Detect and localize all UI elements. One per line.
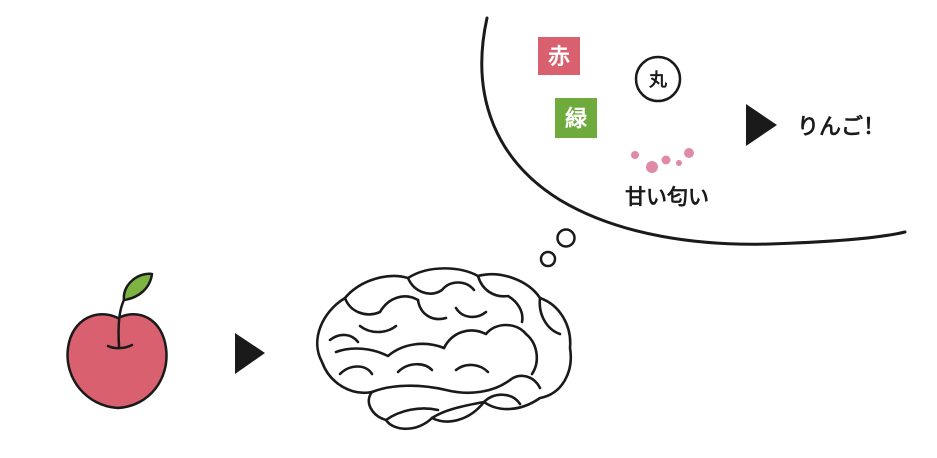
thought-bubble-small — [539, 250, 557, 268]
brain-fold — [476, 274, 524, 324]
green-label-box — [555, 98, 597, 138]
result-text: りんご！ — [797, 114, 885, 140]
brain-fold — [454, 306, 488, 319]
brain-fold — [406, 276, 476, 295]
red-label-text: 赤 — [548, 45, 570, 70]
right-triangle-arrow-icon — [746, 104, 777, 146]
scent-dots — [631, 148, 694, 173]
brain-fold — [538, 296, 562, 336]
brain-fold — [416, 298, 448, 321]
brain-icon — [316, 267, 573, 431]
scent-dot — [661, 155, 671, 165]
scent-dot — [646, 161, 658, 173]
apple-icon — [66, 272, 168, 410]
brain-fold — [370, 378, 512, 395]
apple-stem-base — [106, 343, 134, 350]
sweet-smell-text: 甘い匂い — [625, 185, 709, 209]
thought-bubble-medium — [556, 228, 576, 248]
green-label: 緑 — [555, 98, 597, 138]
brain-fold — [482, 393, 522, 406]
brain-fold — [454, 363, 490, 374]
brain-fold — [328, 333, 360, 344]
red-label: 赤 — [538, 37, 580, 75]
thought-bubble-outline — [480, 16, 907, 246]
round-label: 丸 — [634, 55, 682, 103]
brain-fold — [524, 332, 539, 376]
brain-fold — [343, 295, 420, 316]
right-triangle-arrow-icon — [235, 333, 265, 374]
brain-fold — [384, 407, 440, 422]
brain-fold — [430, 400, 486, 420]
green-label-text: 緑 — [565, 106, 588, 132]
round-label-text: 丸 — [648, 70, 668, 91]
brain-fold — [396, 362, 434, 374]
brain-fold — [338, 365, 374, 376]
scent-dot — [684, 148, 694, 158]
brain-fold — [334, 342, 446, 358]
apple-body — [66, 313, 168, 410]
scent-dot — [676, 160, 682, 166]
red-label-box — [538, 37, 580, 75]
apple-stem — [117, 298, 126, 348]
brain-fold — [442, 323, 528, 350]
brain-fold — [508, 374, 542, 390]
brain-fold — [358, 324, 398, 334]
round-label-circle — [634, 55, 682, 103]
scent-dot — [631, 151, 639, 159]
apple-leaf — [122, 272, 154, 302]
